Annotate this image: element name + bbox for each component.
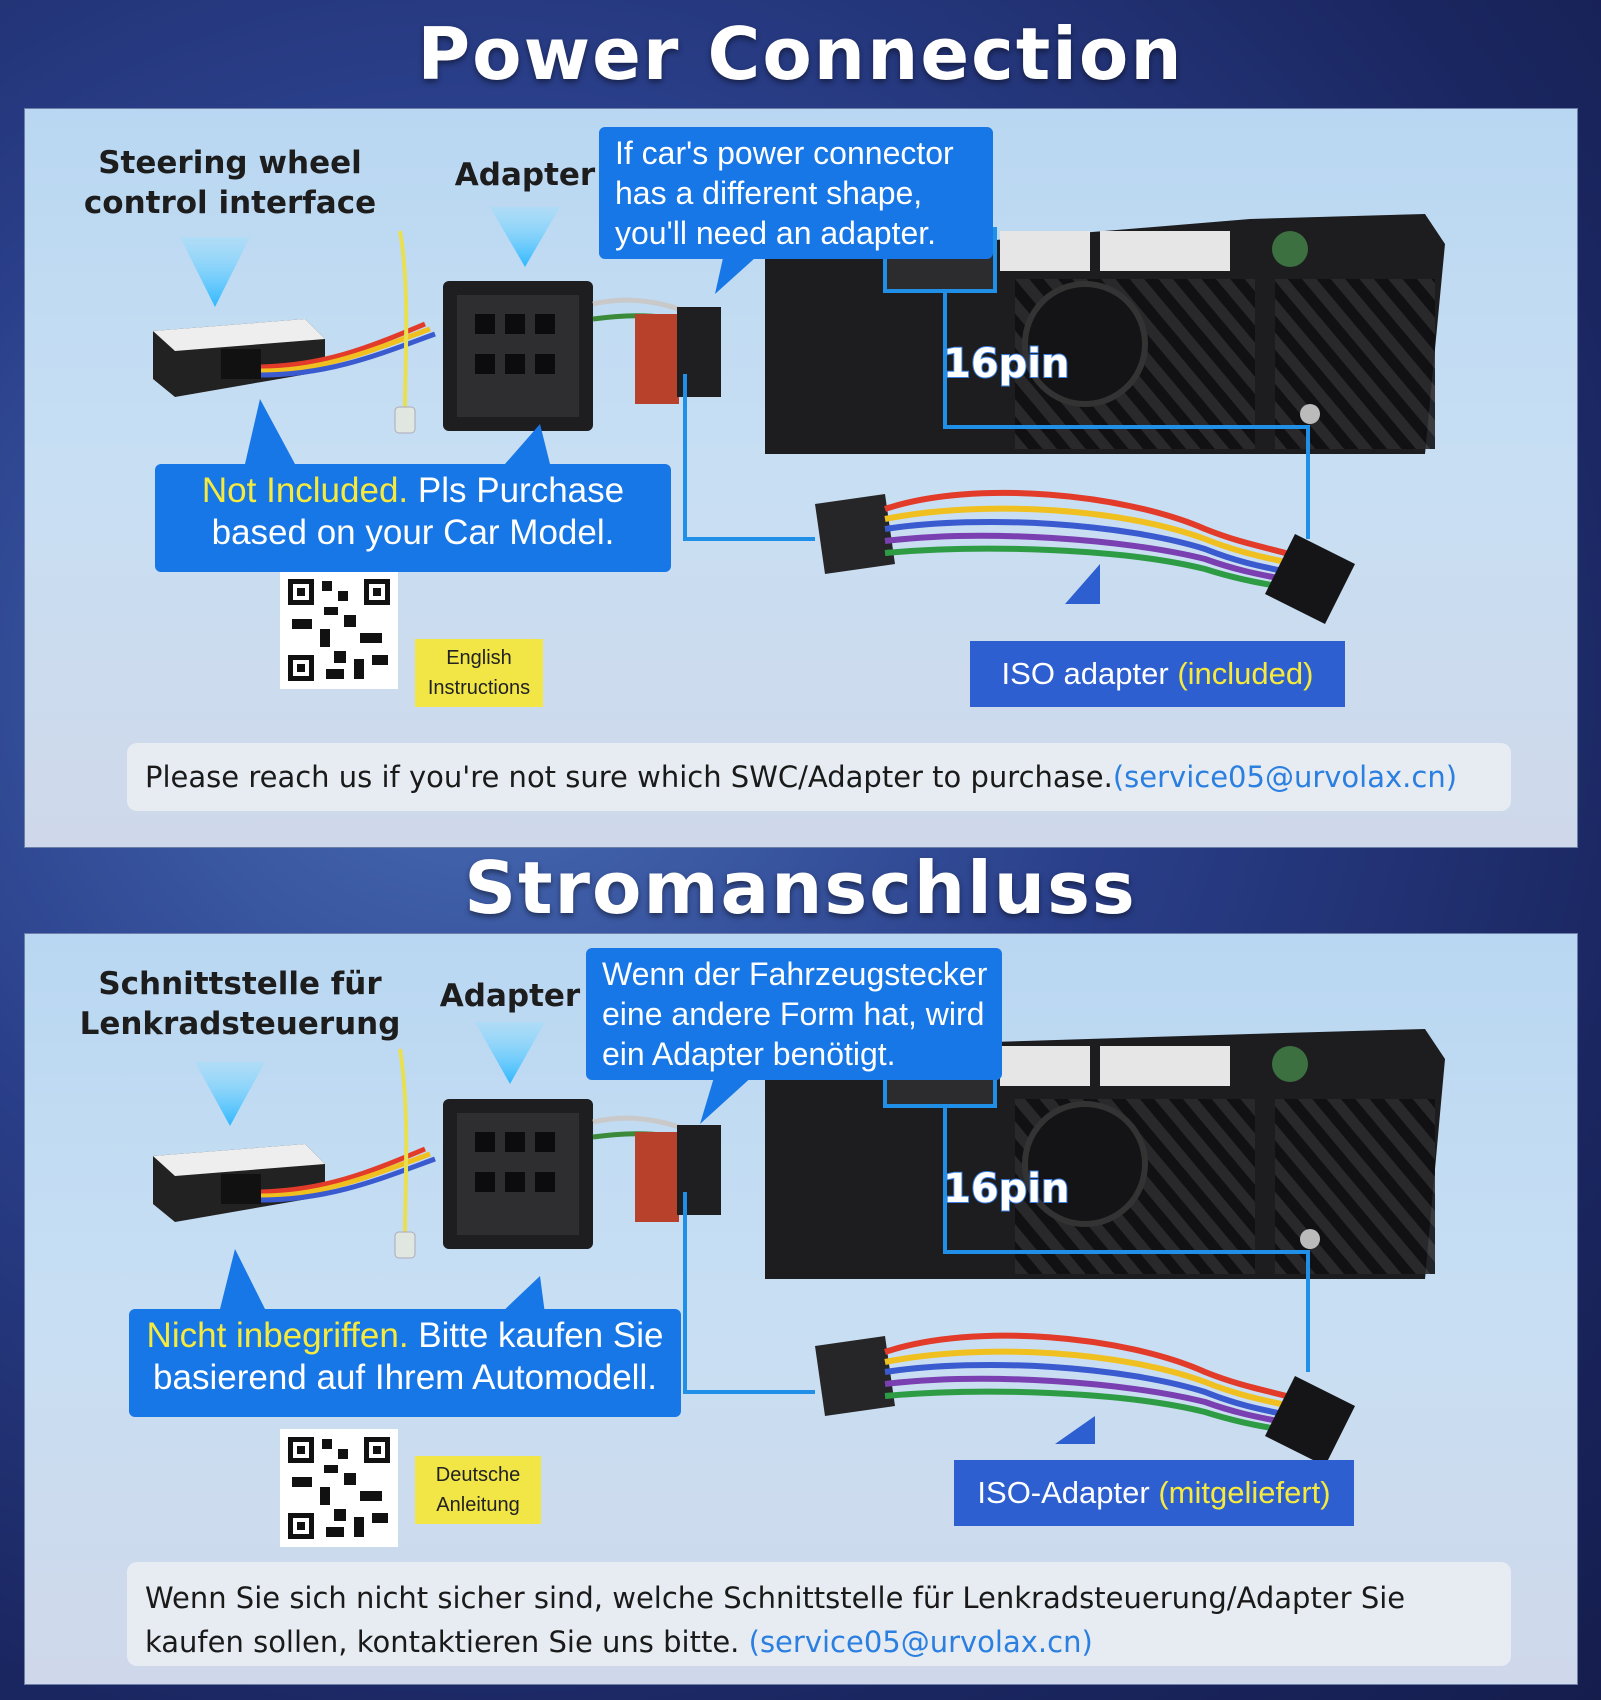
iso-adapter-label: ISO adapter (included) bbox=[970, 641, 1345, 707]
iso-harness-icon bbox=[815, 489, 1355, 624]
not-included-bubble: Nicht inbegriffen. Bitte kaufen Sie basi… bbox=[129, 1309, 681, 1417]
swc-box-icon bbox=[153, 230, 436, 434]
wiring-diagram: 16pin bbox=[153, 207, 1445, 689]
swc-label: Schnittstelle für Lenkradsteuerung bbox=[79, 966, 401, 1042]
pin-count-label: 16pin bbox=[943, 1166, 1069, 1212]
contact-bar: Please reach us if you're not sure which… bbox=[127, 743, 1511, 811]
diagram-panel: 16pin bbox=[24, 108, 1578, 848]
adapter-note-bubble: If car's power connector has a different… bbox=[599, 127, 993, 259]
section-title: Stromanschluss bbox=[464, 846, 1137, 930]
qr-code-icon bbox=[280, 1429, 398, 1547]
pin-count-label: 16pin bbox=[943, 341, 1069, 387]
qr-code-icon bbox=[280, 571, 398, 689]
adapter-label: Adapter bbox=[454, 157, 596, 193]
adapter-note-bubble: Wenn der Fahrzeugstecker eine andere For… bbox=[586, 948, 1002, 1080]
down-arrow-icon bbox=[475, 1022, 545, 1084]
not-included-highlight: Nicht inbegriffen. bbox=[146, 1316, 409, 1355]
down-arrow-icon bbox=[490, 207, 560, 267]
contact-bar: Wenn Sie sich nicht sicher sind, welche … bbox=[127, 1562, 1511, 1666]
diagram-panel: 16pin bbox=[24, 933, 1578, 1685]
quadlock-adapter-icon bbox=[443, 281, 721, 431]
down-arrow-icon bbox=[180, 237, 250, 307]
swc-label: Steering wheel control interface bbox=[83, 145, 377, 221]
instructions-badge[interactable]: Deutsche Anleitung bbox=[415, 1456, 541, 1524]
iso-adapter-label: ISO-Adapter (mitgeliefert) bbox=[954, 1460, 1354, 1526]
instructions-badge[interactable]: English Instructions bbox=[415, 639, 543, 707]
quadlock-adapter-icon bbox=[443, 1099, 721, 1249]
contact-email-link[interactable]: (service05@urvolax.cn) bbox=[748, 1625, 1093, 1659]
not-included-highlight: Not Included. bbox=[201, 471, 409, 510]
section-title: Power Connection bbox=[417, 12, 1184, 96]
not-included-bubble: Not Included. Pls Purchase based on your… bbox=[155, 464, 671, 572]
contact-email-link[interactable]: (service05@urvolax.cn) bbox=[1112, 760, 1458, 794]
iso-harness-icon bbox=[815, 1332, 1355, 1466]
wiring-diagram: 16pin bbox=[153, 1022, 1445, 1547]
car-stereo-back-icon: 16pin bbox=[765, 1029, 1445, 1279]
down-arrow-icon bbox=[195, 1062, 265, 1126]
adapter-label: Adapter bbox=[439, 978, 581, 1014]
car-stereo-back-icon: 16pin bbox=[765, 214, 1445, 454]
swc-box-icon bbox=[153, 1048, 436, 1259]
